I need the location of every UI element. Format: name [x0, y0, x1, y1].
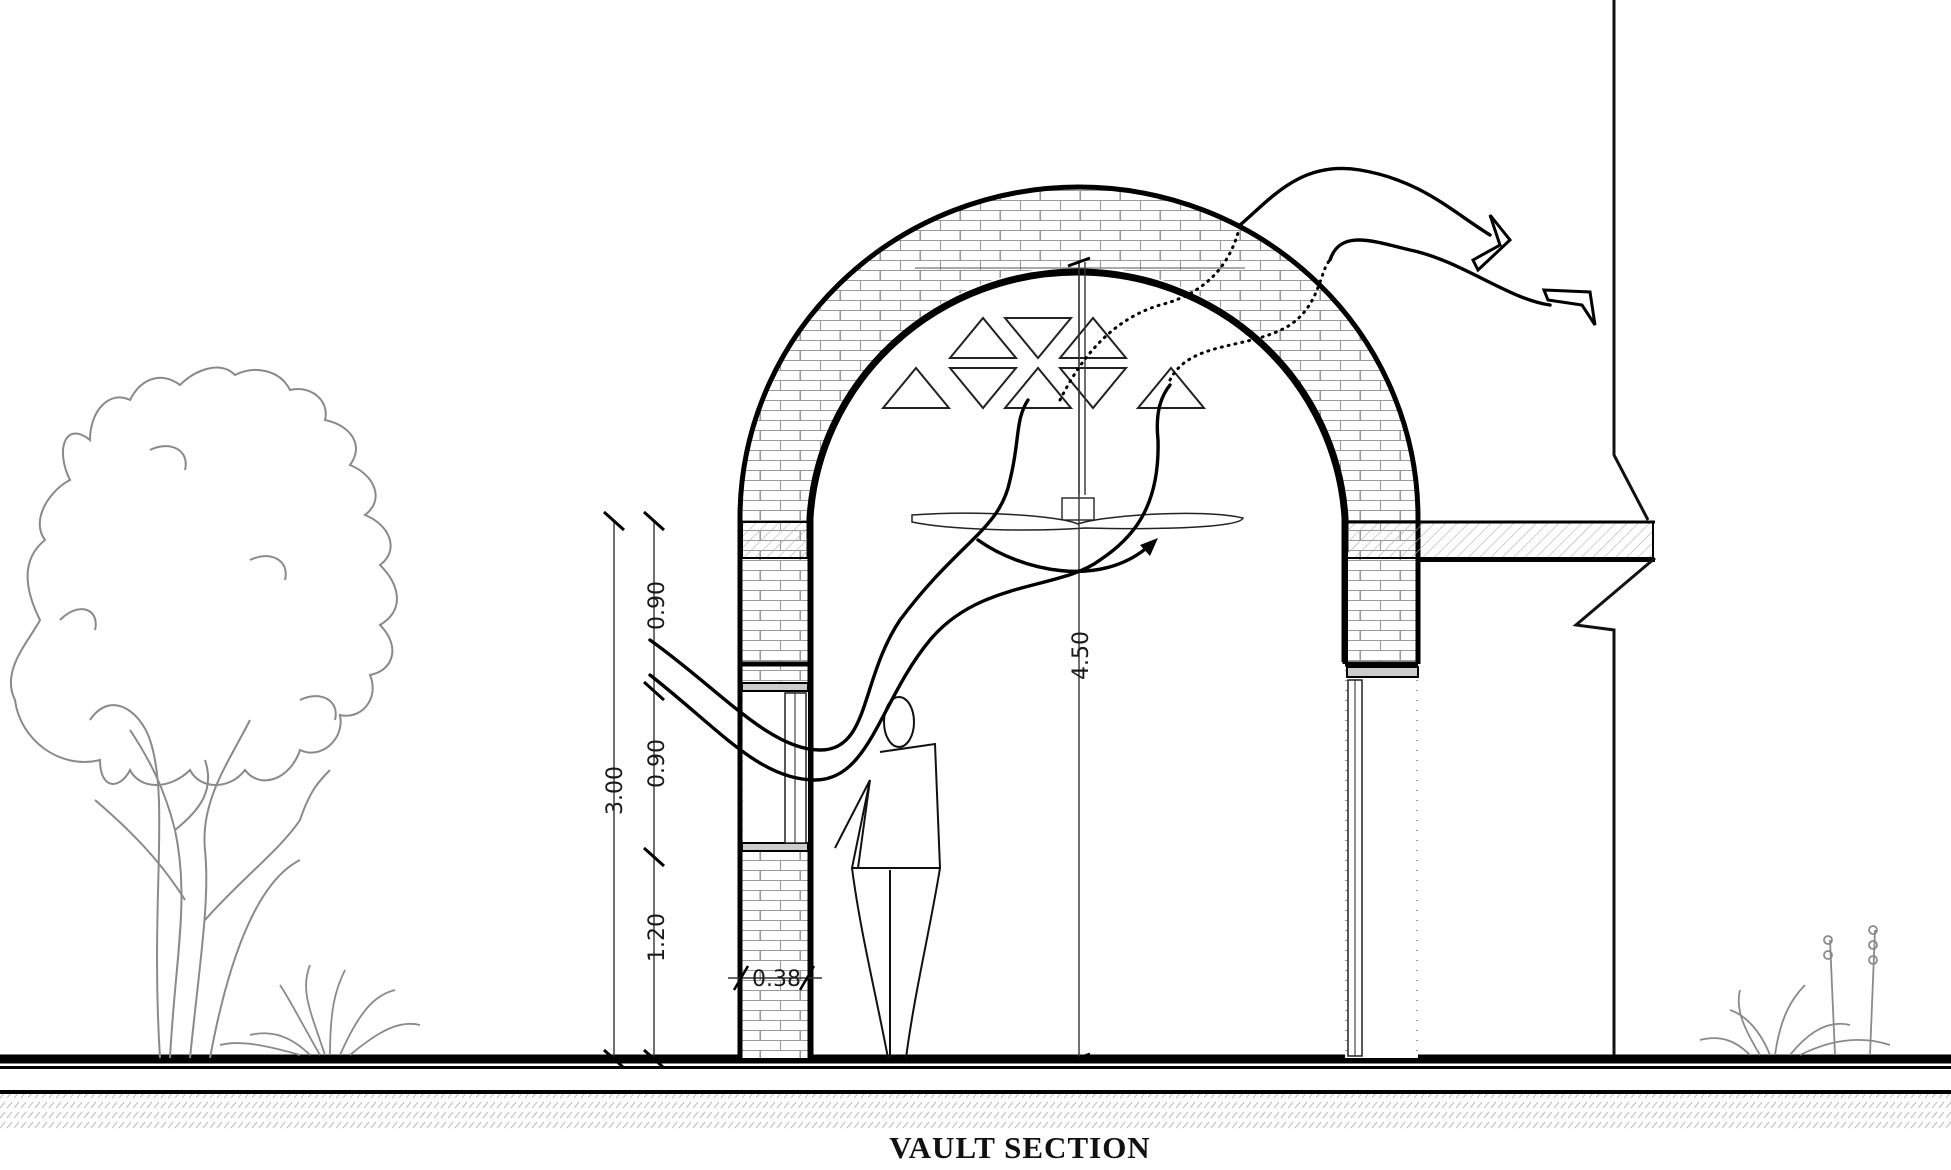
adjacent-building-outline: [1572, 0, 1656, 1055]
dim-upper-vent: 0.90: [645, 581, 670, 630]
shrub-icon: [219, 925, 1891, 1056]
dim-sill: 1.20: [645, 913, 670, 962]
ground-line: [0, 1054, 1951, 1132]
window-frame: [784, 692, 807, 844]
door-frame: [1347, 679, 1363, 1057]
person-icon: [834, 696, 942, 1059]
vent-triangles: [880, 316, 1207, 410]
dimension-chain: [602, 510, 822, 1070]
dim-window: 0.90: [645, 739, 670, 788]
drawing-title: VAULT SECTION: [889, 1130, 1150, 1165]
tree-icon: [9, 366, 398, 1059]
dim-wall-height: 3.00: [603, 766, 628, 815]
dim-vault-height: 4.50: [1069, 631, 1094, 680]
lintel-beams: [741, 520, 1655, 852]
airflow-arrow-icon: [648, 166, 1597, 782]
dim-wall-thickness: 0.38: [752, 967, 801, 992]
